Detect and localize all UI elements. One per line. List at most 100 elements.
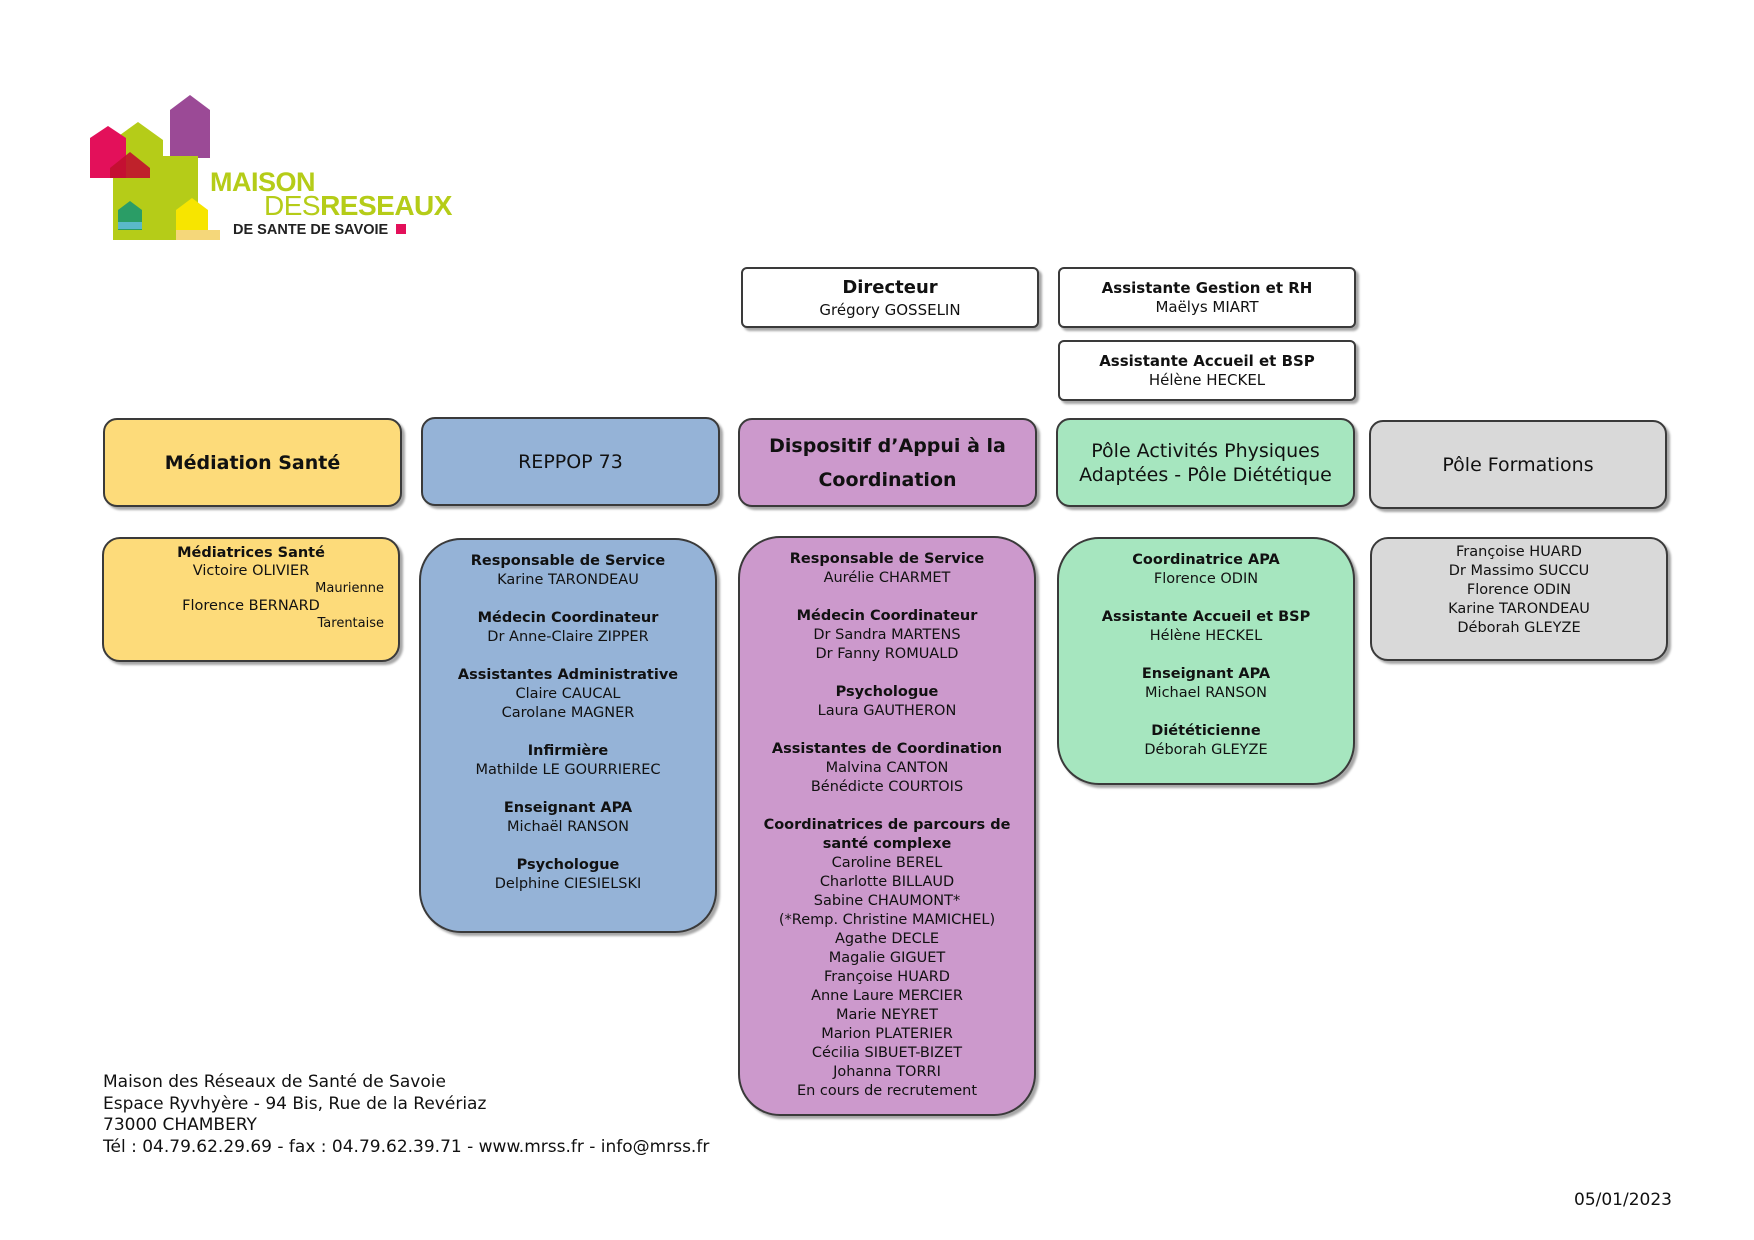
reppop-role: Infirmière [527, 743, 609, 759]
apa-name: Hélène HECKEL [1149, 628, 1263, 644]
team-formations: Françoise HUARD Dr Massimo SUCCU Florenc… [1370, 537, 1668, 661]
dac-name: Dr Sandra MARTENS [813, 627, 961, 643]
team-apa: Coordinatrice APA Florence ODIN Assistan… [1057, 537, 1355, 785]
reppop-name: Michaël RANSON [507, 819, 629, 835]
dac-name: Malvina CANTON [825, 760, 949, 776]
dac-name: Bénédicte COURTOIS [810, 779, 964, 795]
header-apa-line1: Pôle Activités Physiques [1091, 439, 1320, 462]
assistant-bsp-name: Hélène HECKEL [1148, 370, 1266, 389]
reppop-name: Mathilde LE GOURRIEREC [475, 762, 661, 778]
header-mediation-label: Médiation Santé [164, 451, 341, 474]
logo-des: DES [264, 190, 321, 221]
assistant-rh-role: Assistante Gestion et RH [1101, 278, 1313, 297]
dac-role: Responsable de Service [789, 551, 985, 567]
reppop-name: Carolane MAGNER [501, 705, 635, 721]
mediation-member-place: Tarentaise [317, 616, 385, 631]
dac-name: Magalie GIGUET [828, 950, 946, 966]
director-box: Directeur Grégory GOSSELIN [741, 267, 1039, 328]
mediation-member: Florence BERNARD Tarentaise [104, 597, 398, 632]
apa-name: Déborah GLEYZE [1144, 742, 1268, 758]
formations-name: Dr Massimo SUCCU [1448, 563, 1590, 579]
apa-role: Coordinatrice APA [1132, 552, 1280, 568]
dac-name: Johanna TORRI [833, 1064, 941, 1080]
savoie-flag-icon [396, 224, 406, 234]
footer-line: Espace Ryvhyère - 94 Bis, Rue de la Revé… [103, 1093, 487, 1114]
logo-line2: DESRESEAUX [264, 190, 452, 222]
footer-line: Tél : 04.79.62.29.69 - fax : 04.79.62.39… [103, 1136, 710, 1157]
mediation-member-name: Victoire OLIVIER [192, 563, 310, 579]
apa-role: Diététicienne [1151, 723, 1261, 739]
dac-name: Dr Fanny ROMUALD [815, 646, 959, 662]
header-formations-label: Pôle Formations [1442, 453, 1594, 476]
reppop-name: Karine TARONDEAU [497, 572, 639, 588]
dac-name: Charlotte BILLAUD [819, 874, 955, 890]
header-dac: Dispositif d’Appui à la Coordination [738, 418, 1037, 507]
header-mediation: Médiation Santé [103, 418, 402, 507]
reppop-group: Assistantes Administrative Claire CAUCAL… [458, 666, 678, 723]
mediation-role: Médiatrices Santé [177, 545, 325, 561]
apa-group: Assistante Accueil et BSP Hélène HECKEL [1102, 608, 1310, 646]
reppop-group: Psychologue Delphine CIESIELSKI [495, 856, 642, 894]
apa-name: Michael RANSON [1145, 685, 1267, 701]
logo-line3: DE SANTE DE SAVOIE [233, 222, 389, 238]
dac-name: Agathe DECLE [834, 931, 940, 947]
reppop-name: Dr Anne-Claire ZIPPER [487, 629, 649, 645]
footer-line: 73000 CHAMBERY [103, 1115, 257, 1135]
dac-name: Sabine CHAUMONT* [813, 893, 961, 909]
dac-name: Cécilia SIBUET-BIZET [811, 1045, 963, 1061]
reppop-role: Assistantes Administrative [457, 667, 679, 683]
dac-name: Françoise HUARD [824, 969, 950, 985]
dac-role: Psychologue [835, 684, 939, 700]
director-name: Grégory GOSSELIN [819, 300, 961, 319]
mediation-member-name: Florence BERNARD [182, 598, 320, 614]
header-dac-line2: Coordination [818, 468, 957, 491]
dac-group: Psychologue Laura GAUTHERON [818, 683, 957, 721]
reppop-group: Infirmière Mathilde LE GOURRIEREC [475, 742, 660, 780]
mediation-member: Victoire OLIVIER Maurienne [104, 562, 398, 597]
apa-group: Diététicienne Déborah GLEYZE [1144, 722, 1267, 760]
formations-name: Déborah GLEYZE [1457, 620, 1581, 636]
dac-name: (*Remp. Christine MAMICHEL) [778, 912, 996, 928]
dac-role: Coordinatrices de parcours de santé comp… [763, 817, 1011, 852]
logo-houses-icon [90, 95, 220, 240]
dac-name: Laura GAUTHERON [817, 703, 957, 719]
header-reppop-label: REPPOP 73 [518, 450, 623, 473]
dac-group: Médecin Coordinateur Dr Sandra MARTENS D… [797, 607, 978, 664]
assistant-bsp-role: Assistante Accueil et BSP [1099, 351, 1315, 370]
reppop-group: Enseignant APA Michaël RANSON [504, 799, 632, 837]
formations-name: Françoise HUARD [1456, 544, 1582, 560]
logo-reseaux: RESEAUX [320, 190, 452, 221]
reppop-role: Responsable de Service [470, 553, 666, 569]
header-reppop: REPPOP 73 [421, 417, 720, 506]
header-dac-line1: Dispositif d’Appui à la [769, 434, 1006, 457]
formations-name: Florence ODIN [1466, 582, 1572, 598]
reppop-role: Médecin Coordinateur [477, 610, 659, 626]
header-apa-line2: Adaptées - Pôle Diététique [1079, 463, 1332, 486]
dac-role: Médecin Coordinateur [796, 608, 978, 624]
dac-name: Aurélie CHARMET [823, 570, 951, 586]
team-mediation: Médiatrices Santé Victoire OLIVIER Mauri… [102, 537, 400, 662]
dac-name: En cours de recrutement [796, 1083, 978, 1099]
dac-name: Marion PLATERIER [821, 1026, 953, 1042]
mediation-member-place: Maurienne [315, 581, 384, 596]
logo: MAISON DESRESEAUX DE SANTE DE SAVOIE [88, 90, 468, 250]
dac-group: Responsable de Service Aurélie CHARMET [790, 550, 984, 588]
header-apa: Pôle Activités Physiques Adaptées - Pôle… [1056, 418, 1355, 507]
apa-role: Assistante Accueil et BSP [1101, 609, 1311, 625]
header-formations: Pôle Formations [1369, 420, 1667, 509]
reppop-group: Responsable de Service Karine TARONDEAU [471, 552, 665, 590]
apa-role: Enseignant APA [1141, 666, 1271, 682]
dac-group: Assistantes de Coordination Malvina CANT… [772, 740, 1002, 797]
reppop-role: Enseignant APA [503, 800, 633, 816]
director-role: Directeur [842, 276, 938, 298]
reppop-role: Psychologue [516, 857, 620, 873]
team-reppop: Responsable de Service Karine TARONDEAU … [419, 538, 717, 933]
apa-group: Enseignant APA Michael RANSON [1142, 665, 1270, 703]
apa-name: Florence ODIN [1153, 571, 1259, 587]
team-dac: Responsable de Service Aurélie CHARMET M… [738, 536, 1036, 1116]
footer-line: Maison des Réseaux de Santé de Savoie [103, 1072, 446, 1092]
reppop-name: Claire CAUCAL [515, 686, 621, 702]
dac-name: Marie NEYRET [836, 1007, 938, 1023]
assistant-rh-name: Maëlys MIART [1155, 297, 1259, 316]
reppop-name: Delphine CIESIELSKI [494, 876, 642, 892]
